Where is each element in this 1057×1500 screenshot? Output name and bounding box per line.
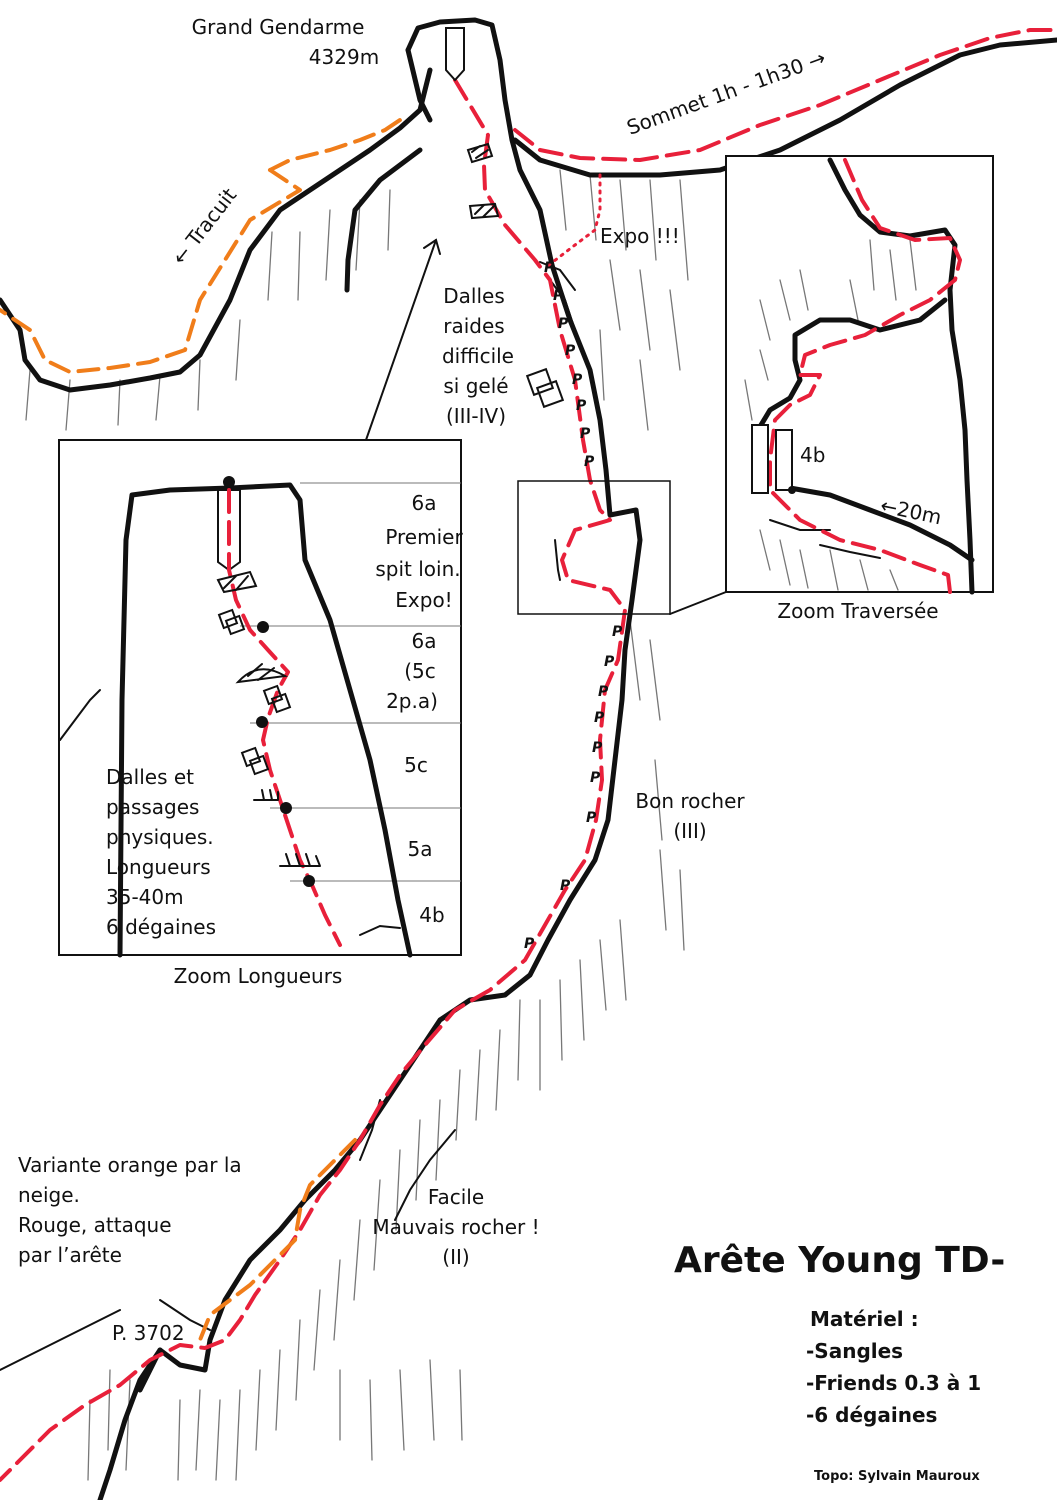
orange-route-tracuit — [0, 168, 302, 374]
variante-line-3: Rouge, attaque — [18, 1213, 172, 1237]
materiel-item-3: -6 dégaines — [806, 1403, 937, 1427]
pitch-2-line-2: (5c — [404, 659, 436, 683]
variante-line-2: neige. — [18, 1183, 80, 1207]
variante-line-1: Variante orange par la — [18, 1153, 242, 1177]
inset-description: Dalles et passages physiques. Longueurs … — [106, 765, 216, 939]
zoom-longueurs-inset: 6a Premier spit loin. Expo! 6a (5c 2p.a)… — [58, 439, 463, 958]
piton-mark: P — [524, 936, 535, 952]
orange-route-snow — [198, 1138, 357, 1342]
traverse-marker-box — [517, 480, 671, 615]
p3702-label: P. 3702 — [112, 1321, 185, 1345]
rock-hatching — [25, 169, 689, 1481]
zoom-longueurs-caption: Zoom Longueurs — [174, 964, 343, 988]
piton-mark: P — [558, 316, 569, 332]
traverse-grade: 4b — [800, 443, 825, 467]
bon-rocher-line-1: Bon rocher — [635, 789, 745, 813]
desc-line-6: 6 dégaines — [106, 915, 216, 939]
inset-gear-icons — [216, 570, 321, 867]
facile-line-2: Mauvais rocher ! — [372, 1215, 539, 1239]
piton-mark: P — [598, 684, 609, 700]
belay-dots — [223, 476, 315, 887]
traverse-connector — [669, 591, 727, 615]
pitch-3-grade: 5c — [404, 753, 428, 777]
pitch-2-line-3: 2p.a) — [386, 689, 438, 713]
desc-line-2: passages — [106, 795, 199, 819]
piton-mark: P — [553, 288, 564, 304]
expo-variant — [543, 173, 602, 270]
nut-icon — [525, 367, 565, 409]
materiel-title: Matériel : — [810, 1307, 919, 1331]
gear-icons — [445, 27, 565, 409]
expo-label: Expo !!! — [600, 224, 680, 248]
red-route-sommet — [513, 28, 1057, 162]
piton-mark: P — [604, 654, 615, 670]
desc-line-3: physiques. — [106, 825, 214, 849]
dalles-line-1: Dalles — [443, 284, 505, 308]
piton-mark: P — [592, 740, 603, 756]
piton-mark: P — [544, 260, 555, 276]
pitch-1-line-3: spit loin. — [375, 557, 460, 581]
piton-mark: P — [572, 372, 583, 388]
sling-icon — [468, 202, 500, 220]
piton-mark: P — [565, 343, 576, 359]
credit: Topo: Sylvain Mauroux — [814, 1469, 980, 1484]
tracuit-label: ← Tracuit — [167, 183, 241, 269]
zoom-longueurs-arrow — [365, 238, 441, 441]
pitch-4-grade: 5a — [408, 837, 433, 861]
variante-line-4: par l’arête — [18, 1243, 122, 1267]
crack-feature — [775, 429, 793, 491]
bon-rocher-line-2: (III) — [673, 819, 706, 843]
piton-mark: P — [586, 810, 597, 826]
piton-mark: P — [590, 770, 601, 786]
route-title: Arête Young TD- — [674, 1240, 1005, 1281]
pitch-2-line-1: 6a — [412, 629, 437, 653]
red-route — [0, 78, 627, 1482]
pitch-5-grade: 4b — [419, 903, 444, 927]
piton-mark: P — [560, 878, 571, 894]
summit-name: Grand Gendarme — [192, 15, 365, 39]
chimney-icon — [445, 27, 465, 82]
piton-mark: P — [576, 398, 587, 414]
piton-mark: P — [580, 426, 591, 442]
piton-mark: P — [594, 710, 605, 726]
sommet-label: Sommet 1h - 1h30 → — [624, 45, 829, 139]
mountain-outline — [0, 17, 1057, 1500]
route-lines — [0, 28, 1057, 1482]
desc-line-4: Longueurs — [106, 855, 211, 879]
pitch-1-line-4: Expo! — [395, 588, 452, 612]
summit-altitude: 4329m — [309, 45, 379, 69]
materiel-item-2: -Friends 0.3 à 1 — [806, 1371, 981, 1395]
crack-feature — [751, 424, 769, 494]
piton-mark: P — [612, 624, 623, 640]
dalles-line-3: difficile — [442, 344, 514, 368]
desc-line-5: 35-40m — [106, 885, 184, 909]
pitch-1-line-2: Premier — [385, 525, 463, 549]
zoom-traversee-inset: 4b ←20m — [725, 155, 994, 595]
zoom-traversee-caption: Zoom Traversée — [777, 599, 938, 623]
pitch-dividers — [240, 482, 461, 882]
piton-mark: P — [584, 454, 595, 470]
sling-icon — [466, 142, 494, 164]
desc-line-1: Dalles et — [106, 765, 194, 789]
dalles-line-4: si gelé — [443, 374, 508, 398]
facile-line-1: Facile — [428, 1185, 484, 1209]
materiel-item-1: -Sangles — [806, 1339, 903, 1363]
dalles-line-2: raides — [443, 314, 504, 338]
dalles-line-5: (III-IV) — [446, 404, 506, 428]
pitch-1-line-1: 6a — [412, 491, 437, 515]
facile-line-3: (II) — [442, 1245, 469, 1269]
pitch-grades: 6a Premier spit loin. Expo! 6a (5c 2p.a)… — [375, 491, 463, 927]
